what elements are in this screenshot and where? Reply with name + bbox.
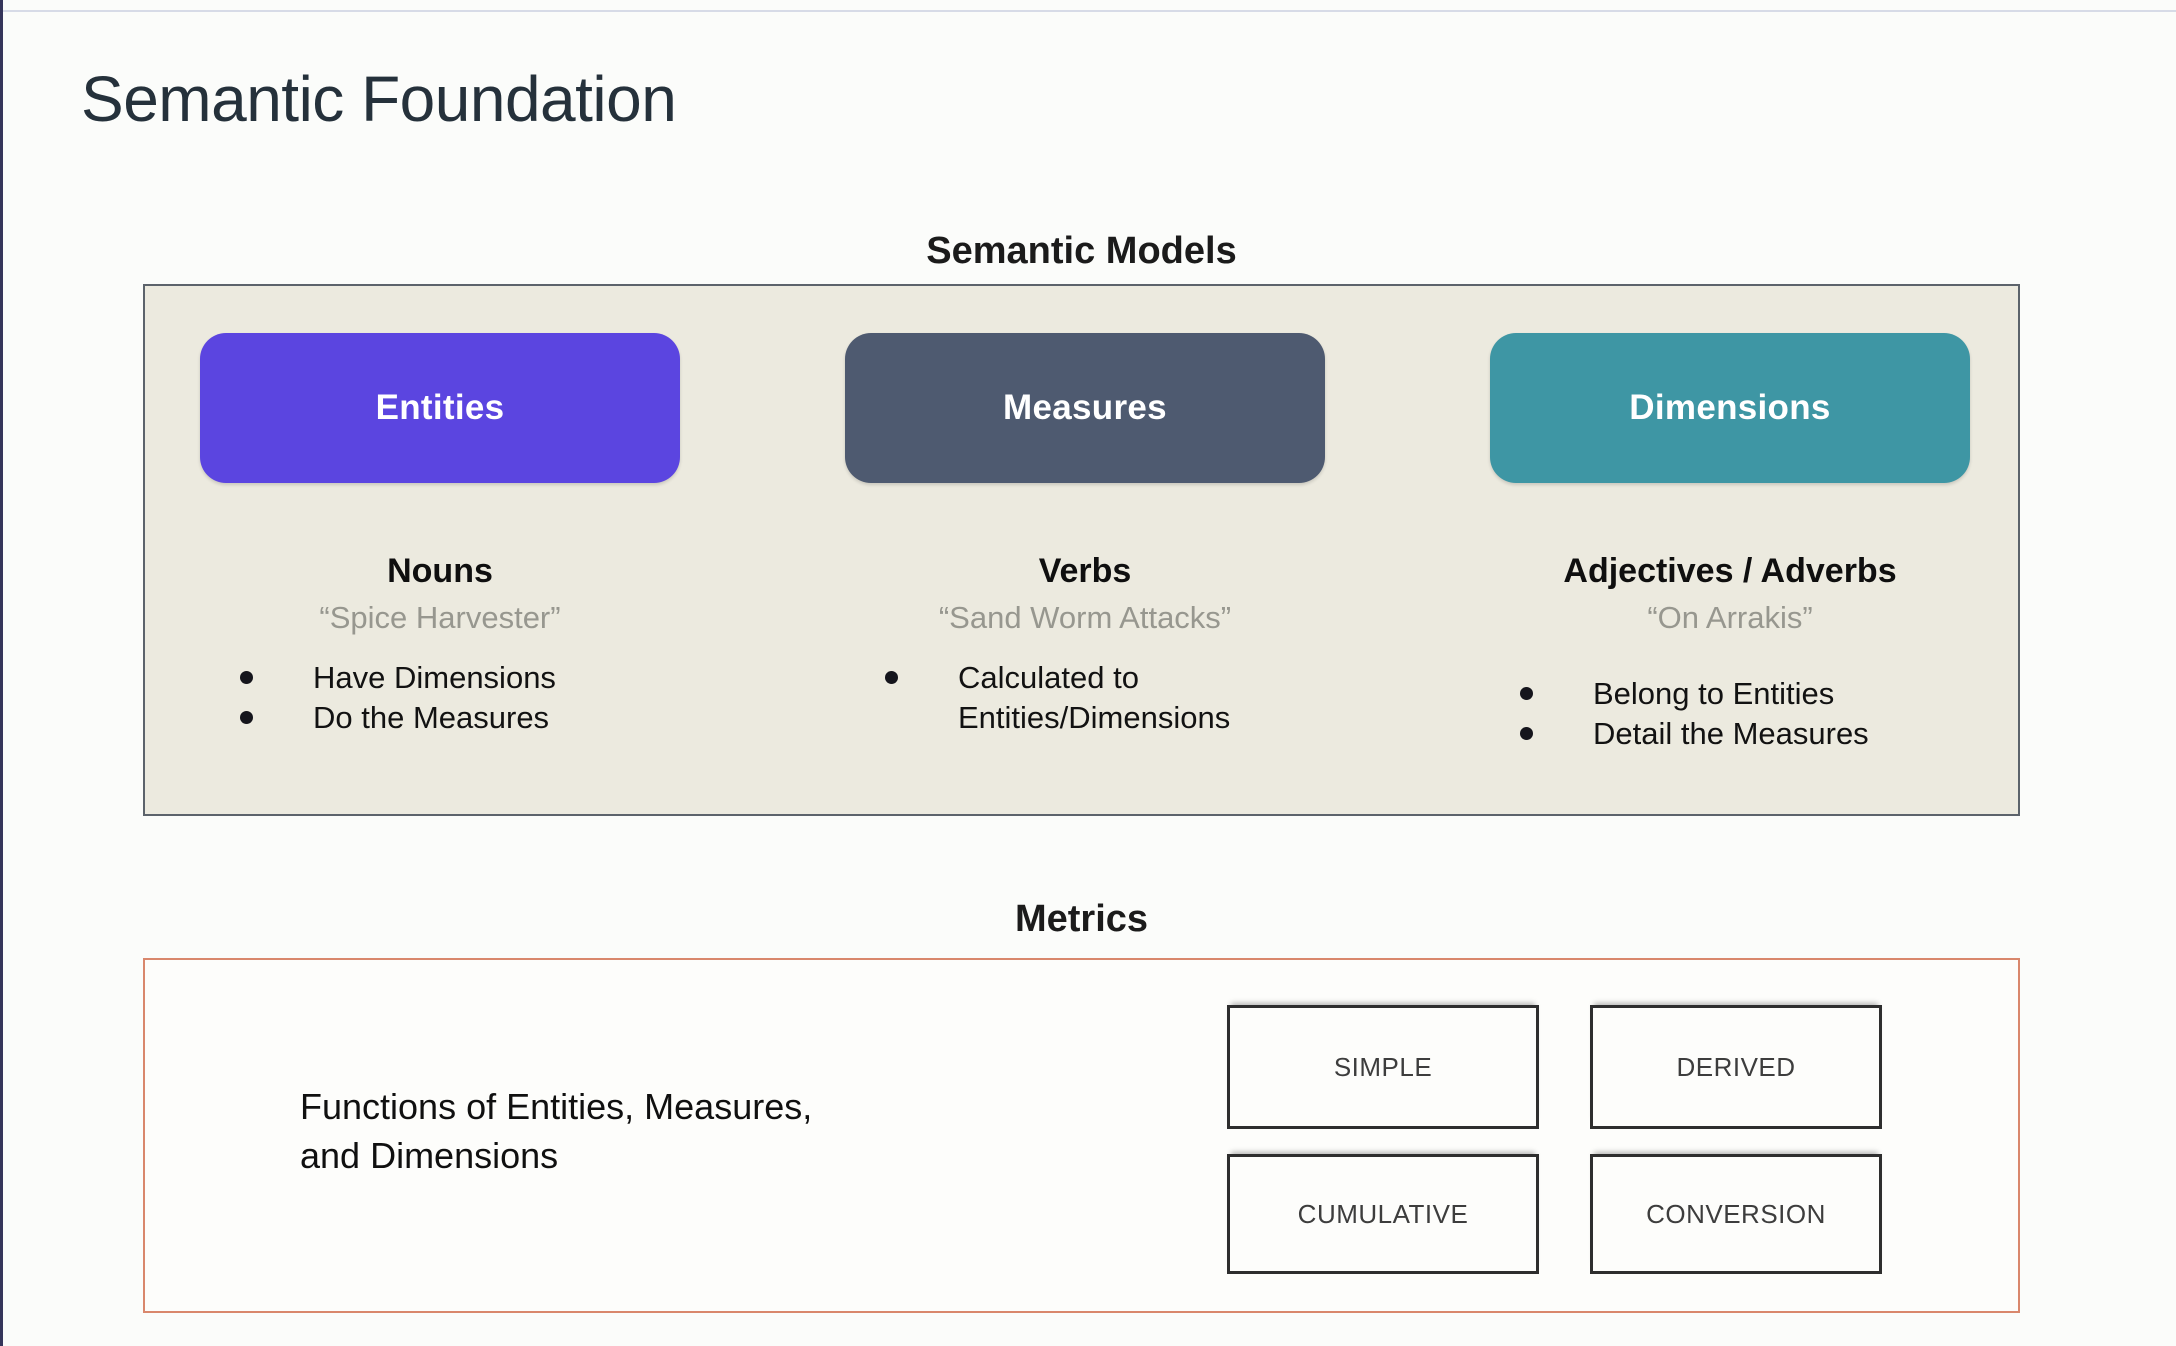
dimensions-example-label: “On Arrakis”	[1647, 600, 1813, 635]
measures-bullet-list: Calculated to Entities/Dimensions	[885, 658, 1305, 738]
column-entities: Entities Nouns “Spice Harvester” Have Di…	[200, 286, 680, 814]
metrics-description-line: and Dimensions	[300, 1135, 559, 1176]
bullet-text: Do the Measures	[313, 700, 550, 735]
metrics-description-line: Functions of Entities, Measures,	[300, 1086, 813, 1127]
entities-button: Entities	[200, 333, 680, 483]
dimensions-role-label: Adjectives / Adverbs	[1563, 552, 1897, 590]
window-top-border	[3, 10, 2176, 12]
dimensions-button: Dimensions	[1490, 333, 1970, 483]
metrics-heading: Metrics	[1014, 898, 1149, 940]
metric-type-simple: SIMPLE	[1227, 1005, 1539, 1129]
bullet-icon	[240, 671, 253, 684]
list-item: Detail the Measures	[1520, 714, 1940, 754]
metrics-panel: Functions of Entities, Measures, and Dim…	[143, 958, 2020, 1313]
semantic-models-heading: Semantic Models	[926, 230, 1237, 272]
bullet-icon	[240, 711, 253, 724]
metric-type-conversion: CONVERSION	[1590, 1154, 1882, 1274]
bullet-text: Belong to Entities	[1593, 676, 1835, 711]
list-item: Belong to Entities	[1520, 674, 1940, 714]
bullet-icon	[1520, 727, 1533, 740]
measures-example-label: “Sand Worm Attacks”	[938, 600, 1232, 635]
metric-type-derived: DERIVED	[1590, 1005, 1882, 1129]
dimensions-bullet-list: Belong to Entities Detail the Measures	[1520, 674, 1940, 754]
measures-button: Measures	[845, 333, 1325, 483]
column-measures: Measures Verbs “Sand Worm Attacks” Calcu…	[845, 286, 1325, 814]
list-item: Have Dimensions	[240, 658, 660, 698]
bullet-icon	[1520, 687, 1533, 700]
bullet-text: Detail the Measures	[1593, 716, 1869, 751]
semantic-models-panel: Entities Nouns “Spice Harvester” Have Di…	[143, 284, 2020, 816]
column-dimensions: Dimensions Adjectives / Adverbs “On Arra…	[1490, 286, 1970, 814]
bullet-text: Calculated to Entities/Dimensions	[958, 660, 1231, 735]
bullet-text: Have Dimensions	[313, 660, 556, 695]
metrics-description: Functions of Entities, Measures, and Dim…	[300, 1082, 812, 1180]
measures-role-label: Verbs	[1038, 552, 1132, 590]
entities-bullet-list: Have Dimensions Do the Measures	[240, 658, 660, 738]
entities-example-label: “Spice Harvester”	[319, 600, 561, 635]
page-title: Semantic Foundation	[81, 63, 677, 135]
bullet-icon	[885, 671, 898, 684]
list-item: Calculated to Entities/Dimensions	[885, 658, 1305, 738]
entities-role-label: Nouns	[387, 552, 493, 590]
list-item: Do the Measures	[240, 698, 660, 738]
metric-type-cumulative: CUMULATIVE	[1227, 1154, 1539, 1274]
